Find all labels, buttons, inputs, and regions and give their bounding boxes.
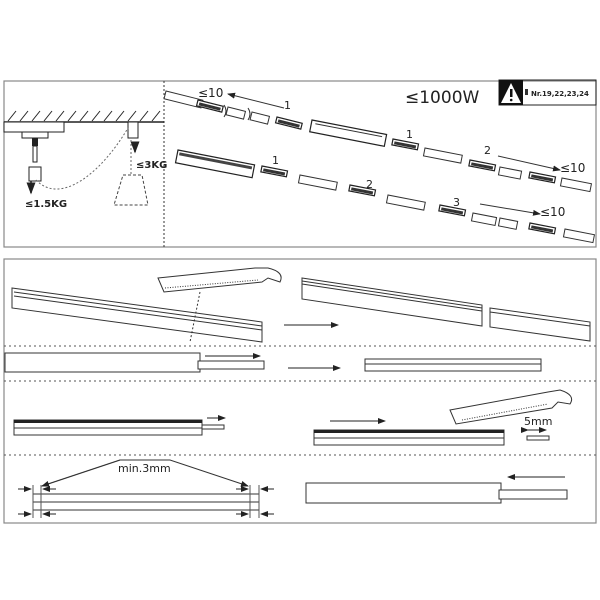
cut-step-1 — [11, 267, 591, 343]
chain-row-1-max: ≤10 — [198, 86, 223, 100]
chain-row-3-max: ≤10 — [540, 205, 565, 219]
cut-step-2 — [4, 352, 542, 373]
ceiling-mount-illustration — [3, 110, 164, 206]
pendant-weight-label: ≤1.5KG — [25, 199, 67, 210]
warning-box — [498, 79, 597, 106]
chain-row-2-count-2: 2 — [484, 144, 491, 157]
cut-step-3 — [13, 389, 573, 446]
cut-step-4 — [18, 459, 568, 518]
manual-icon — [525, 89, 528, 95]
chain-row-3-count-2: 2 — [366, 178, 373, 191]
track-chain-row-3 — [174, 149, 596, 244]
chain-row-2-max: ≤10 — [560, 161, 585, 175]
power-limit-label: ≤1000W — [405, 88, 480, 108]
min-gap-label: min.3mm — [118, 462, 171, 475]
cut-offset-label: 5mm — [524, 415, 552, 428]
spot-weight-label: ≤3KG — [136, 160, 167, 171]
chain-row-1-count: 1 — [284, 99, 291, 112]
top-panel — [3, 80, 597, 248]
chain-row-2-count-1: 1 — [406, 128, 413, 141]
track-chain-row-1 — [163, 90, 303, 130]
chain-row-3-count-3: 3 — [453, 196, 460, 209]
track-chain-row-2 — [309, 119, 593, 193]
chain-row-3-count-1: 1 — [272, 154, 279, 167]
warning-reference: Nr.19,22,23,24 — [531, 90, 589, 98]
bottom-panel — [3, 258, 597, 524]
